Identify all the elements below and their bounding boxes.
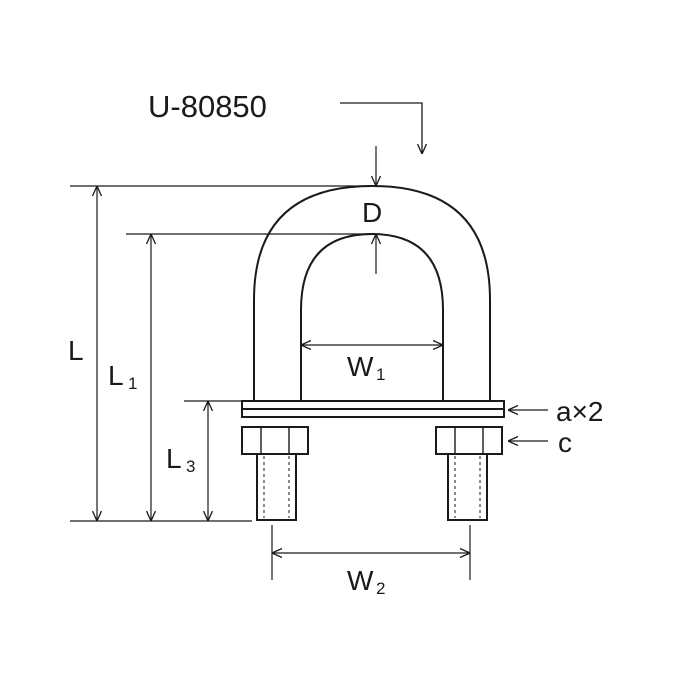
dimension-d-label: D [362,197,382,228]
model-code-label: U-80850 [148,89,267,124]
dimension-l3-subscript: 3 [186,457,195,476]
right-thread [447,453,488,521]
dimension-l1-label: L [108,360,124,391]
nut-height-label: c [558,427,572,458]
dimension-w2-label: W [347,565,374,596]
left-nut [241,426,309,455]
left-thread [256,453,297,521]
dimension-w1-label: W [347,351,374,382]
dimension-w1-subscript: 1 [376,365,385,384]
dimension-w2-subscript: 2 [376,579,385,598]
dimension-l1-subscript: 1 [128,374,137,393]
model-code-leader [340,102,422,154]
right-nut [435,426,503,455]
dimension-l3-label: L [166,443,182,474]
upper-plate [241,400,505,410]
dimension-l-label: L [68,335,84,366]
plate-thickness-label: a×2 [556,396,604,427]
lower-plate [241,408,505,418]
